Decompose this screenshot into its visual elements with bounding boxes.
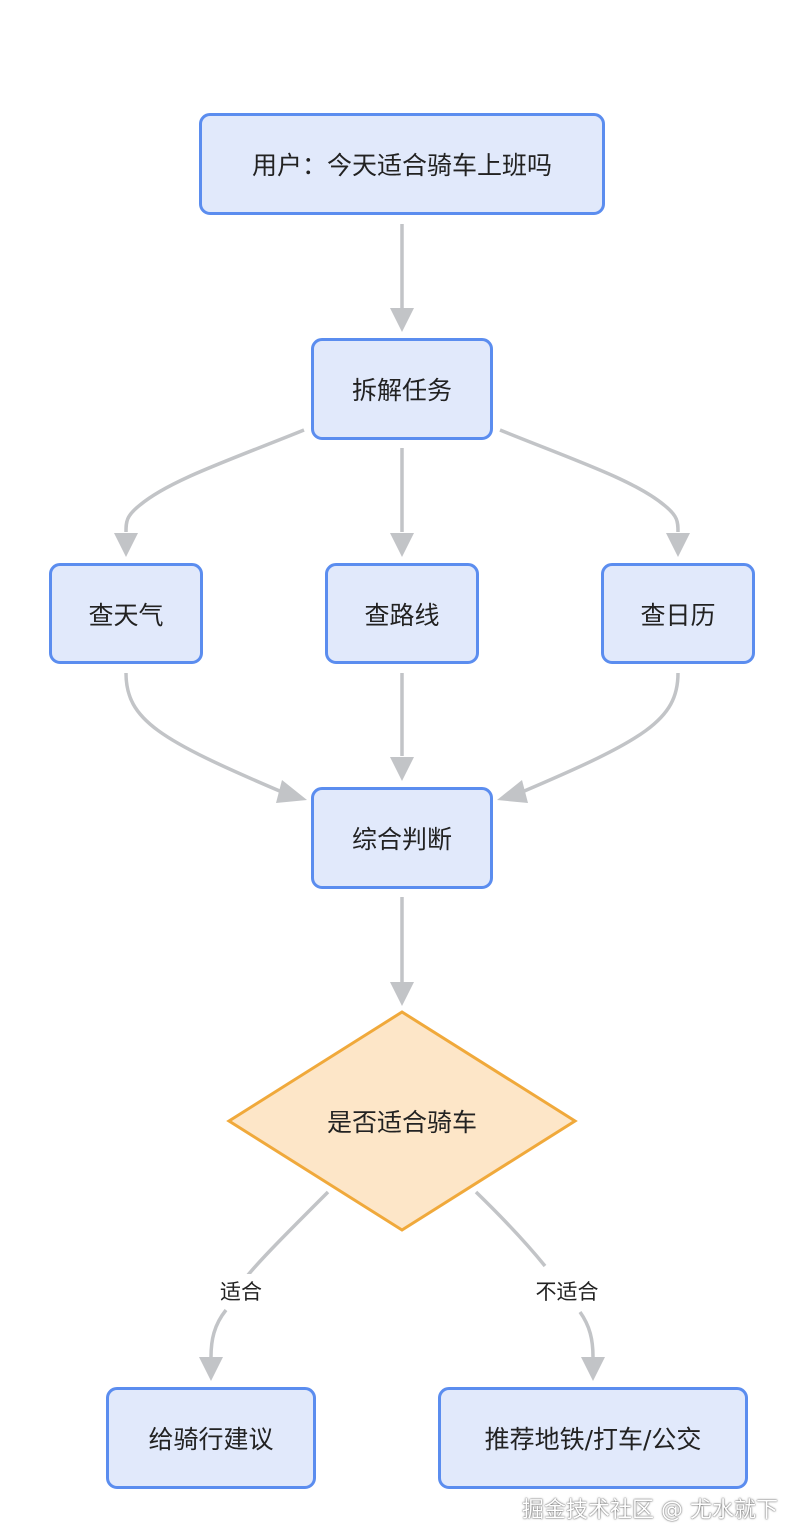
arrowhead bbox=[390, 308, 414, 332]
alternative-transport-node: 推荐地铁/打车/公交 bbox=[438, 1387, 748, 1489]
edge-decision-to-bike bbox=[209, 1190, 330, 1358]
bike-advice-node: 给骑行建议 bbox=[106, 1387, 316, 1489]
arrowhead bbox=[390, 533, 414, 557]
check-calendar-node: 查日历 bbox=[601, 563, 755, 664]
watermark: 掘金技术社区 @ 尤水就下 bbox=[522, 1498, 778, 1523]
arrowhead bbox=[276, 780, 307, 803]
edge-split-to-calendar bbox=[499, 428, 680, 533]
arrowhead bbox=[666, 533, 690, 557]
check-calendar-label: 查日历 bbox=[640, 600, 716, 630]
arrowhead bbox=[390, 982, 414, 1006]
bike-advice-label: 给骑行建议 bbox=[148, 1425, 274, 1454]
edge-label-not-suitable: 不适合 bbox=[517, 1274, 617, 1308]
edge-calendar-to-judge bbox=[521, 672, 680, 794]
arrowhead bbox=[114, 533, 138, 557]
split-task-node: 拆解任务 bbox=[311, 338, 493, 440]
judge-node: 综合判断 bbox=[311, 787, 493, 889]
start-node-label: 用户：今天适合骑车上班吗 bbox=[251, 151, 552, 180]
judge-label: 综合判断 bbox=[351, 825, 452, 854]
check-weather-node: 查天气 bbox=[49, 563, 203, 664]
edge-label-suitable: 适合 bbox=[205, 1274, 277, 1308]
check-weather-label: 查天气 bbox=[88, 600, 164, 630]
edge-split-to-weather bbox=[124, 428, 305, 533]
decision-diamond bbox=[226, 1010, 578, 1232]
arrowhead bbox=[199, 1357, 223, 1381]
arrowhead bbox=[581, 1357, 605, 1381]
split-task-label: 拆解任务 bbox=[351, 376, 452, 405]
check-route-label: 查路线 bbox=[364, 600, 440, 630]
start-node: 用户：今天适合骑车上班吗 bbox=[199, 113, 605, 215]
check-route-node: 查路线 bbox=[325, 563, 479, 664]
arrowhead bbox=[390, 757, 414, 781]
alternative-transport-label: 推荐地铁/打车/公交 bbox=[484, 1425, 702, 1454]
edge-decision-to-alt bbox=[474, 1190, 595, 1358]
decision-label: 是否适合骑车 bbox=[326, 1108, 477, 1137]
edge-weather-to-judge bbox=[124, 672, 283, 794]
arrowhead bbox=[497, 780, 528, 803]
